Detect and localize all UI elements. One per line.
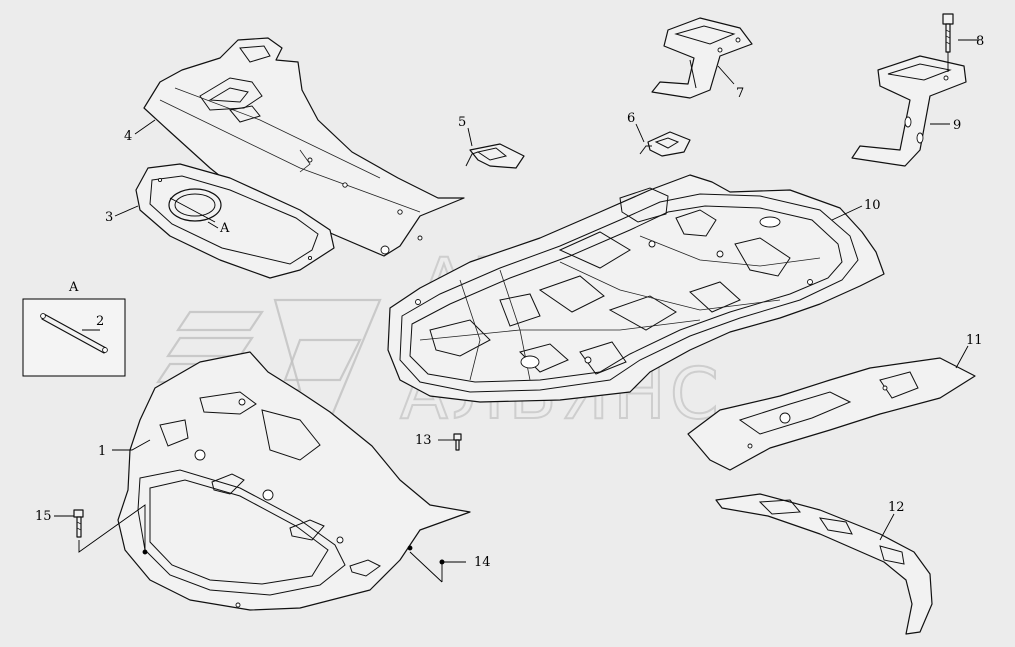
- part-6-clip: [639, 131, 691, 157]
- detail-view-title: A: [68, 280, 79, 295]
- callout-7: 7: [736, 86, 744, 101]
- part-13-screw: [453, 433, 462, 451]
- callout-11: 11: [966, 333, 983, 348]
- callout-10: 10: [864, 198, 881, 213]
- callout-5: 5: [458, 115, 466, 130]
- part-3-tray: [135, 163, 335, 279]
- callout-2: 2: [96, 314, 104, 329]
- part-4-upper-panel: [143, 37, 465, 257]
- callout-6: 6: [627, 111, 635, 126]
- callout-4: 4: [124, 129, 132, 144]
- callout-14: 14: [474, 555, 491, 570]
- callout-3: 3: [105, 210, 113, 225]
- part-10-floor-pan: [387, 174, 885, 403]
- callout-labels: 1 2 3 4 5 6 7 8 9 10 11 12 13 14 15 A A: [35, 34, 984, 570]
- part-11-side-panel: [687, 357, 976, 471]
- part-9-large-bracket: [851, 55, 967, 167]
- callout-13: 13: [415, 433, 432, 448]
- view-marker-a: A: [219, 221, 230, 236]
- part-15-screw: [73, 509, 84, 538]
- detail-view-frame: [22, 298, 126, 377]
- callout-12: 12: [888, 500, 905, 515]
- callout-15: 15: [35, 509, 52, 524]
- part-7-u-bracket: [651, 17, 753, 99]
- callout-9: 9: [953, 118, 961, 133]
- part-12-curved-trim: [715, 493, 933, 635]
- detail-view-a: [22, 298, 126, 377]
- leader-lines: [54, 39, 978, 583]
- part-8-bolt: [942, 13, 954, 53]
- callout-1: 1: [98, 444, 106, 459]
- part-5-bracket: [465, 143, 525, 169]
- callout-8: 8: [976, 34, 984, 49]
